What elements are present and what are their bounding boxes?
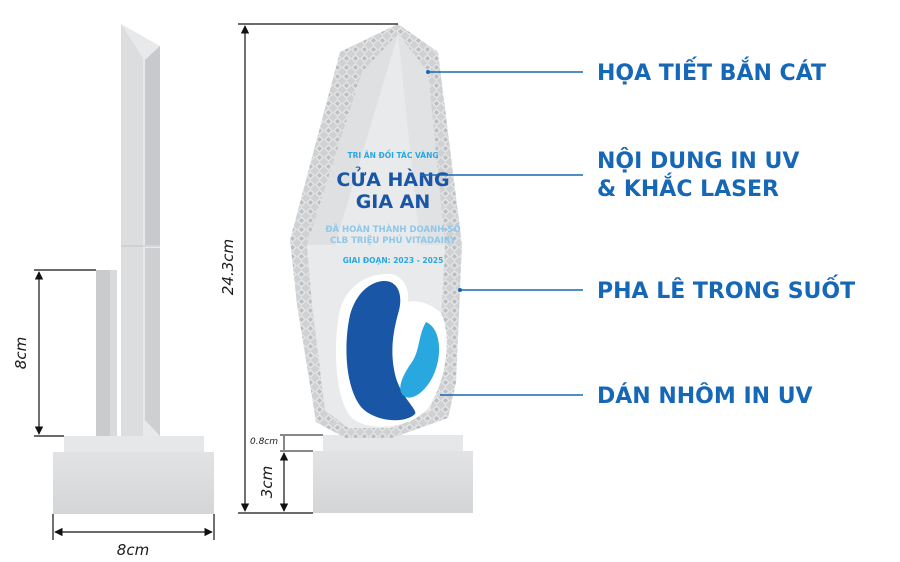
- callout-dot-pattern: [426, 70, 430, 74]
- callout-pattern: HỌA TIẾT BẮN CÁT: [597, 57, 826, 86]
- aluminum-logo-plate: [335, 273, 447, 427]
- callout-crystal: PHA LÊ TRONG SUỐT: [597, 275, 855, 304]
- front-view: TRI ÂN ĐỐI TÁC VÀNG CỬA HÀNG GIA AN ĐÃ H…: [219, 23, 473, 514]
- side-height-label: 8cm: [12, 337, 30, 369]
- base-label: 3cm: [258, 466, 276, 498]
- front-height-label: 24.3cm: [219, 239, 237, 295]
- plaque-period: GIAI ĐOẠN: 2023 - 2025: [343, 256, 444, 265]
- front-base-top: [323, 435, 463, 451]
- callout-aluminum: DÁN NHÔM IN UV: [597, 383, 813, 409]
- plaque-desc-line1: ĐÃ HOÀN THÀNH DOANH SỐ: [325, 222, 460, 235]
- plaque-eyebrow: TRI ÂN ĐỐI TÁC VÀNG: [347, 150, 438, 160]
- logo-light-blue: [400, 322, 440, 398]
- callout-content-line2: & KHẮC LASER: [597, 173, 779, 202]
- front-base-block: [313, 451, 473, 513]
- plaque-desc-line2: CLB TRIỆU PHÚ VITADAIRY: [330, 234, 457, 246]
- side-view: 8cm 8cm: [12, 24, 215, 559]
- side-crystal-bevel: [145, 46, 160, 245]
- side-aluminum-plate: [96, 270, 114, 436]
- callout-dot-crystal: [458, 288, 462, 292]
- side-crystal-bevel-lower: [145, 248, 160, 436]
- logo-dark-blue: [346, 280, 416, 421]
- callout-content-line1: NỘI DUNG IN UV: [597, 147, 799, 174]
- side-base-block: [53, 452, 214, 514]
- side-aluminum-edge: [110, 270, 117, 436]
- side-crystal-facet: [121, 24, 143, 436]
- plaque-name-line1: CỬA HÀNG: [336, 166, 449, 191]
- callouts: HỌA TIẾT BẮN CÁT NỘI DUNG IN UV & KHẮC L…: [420, 57, 855, 409]
- crystal-facet-left: [307, 34, 398, 245]
- crystal-facet-right: [398, 34, 445, 245]
- side-base-top: [64, 436, 204, 452]
- plaque-name-line2: GIA AN: [356, 191, 431, 213]
- base-top-label: 0.8cm: [250, 437, 278, 447]
- side-width-label: 8cm: [117, 541, 149, 559]
